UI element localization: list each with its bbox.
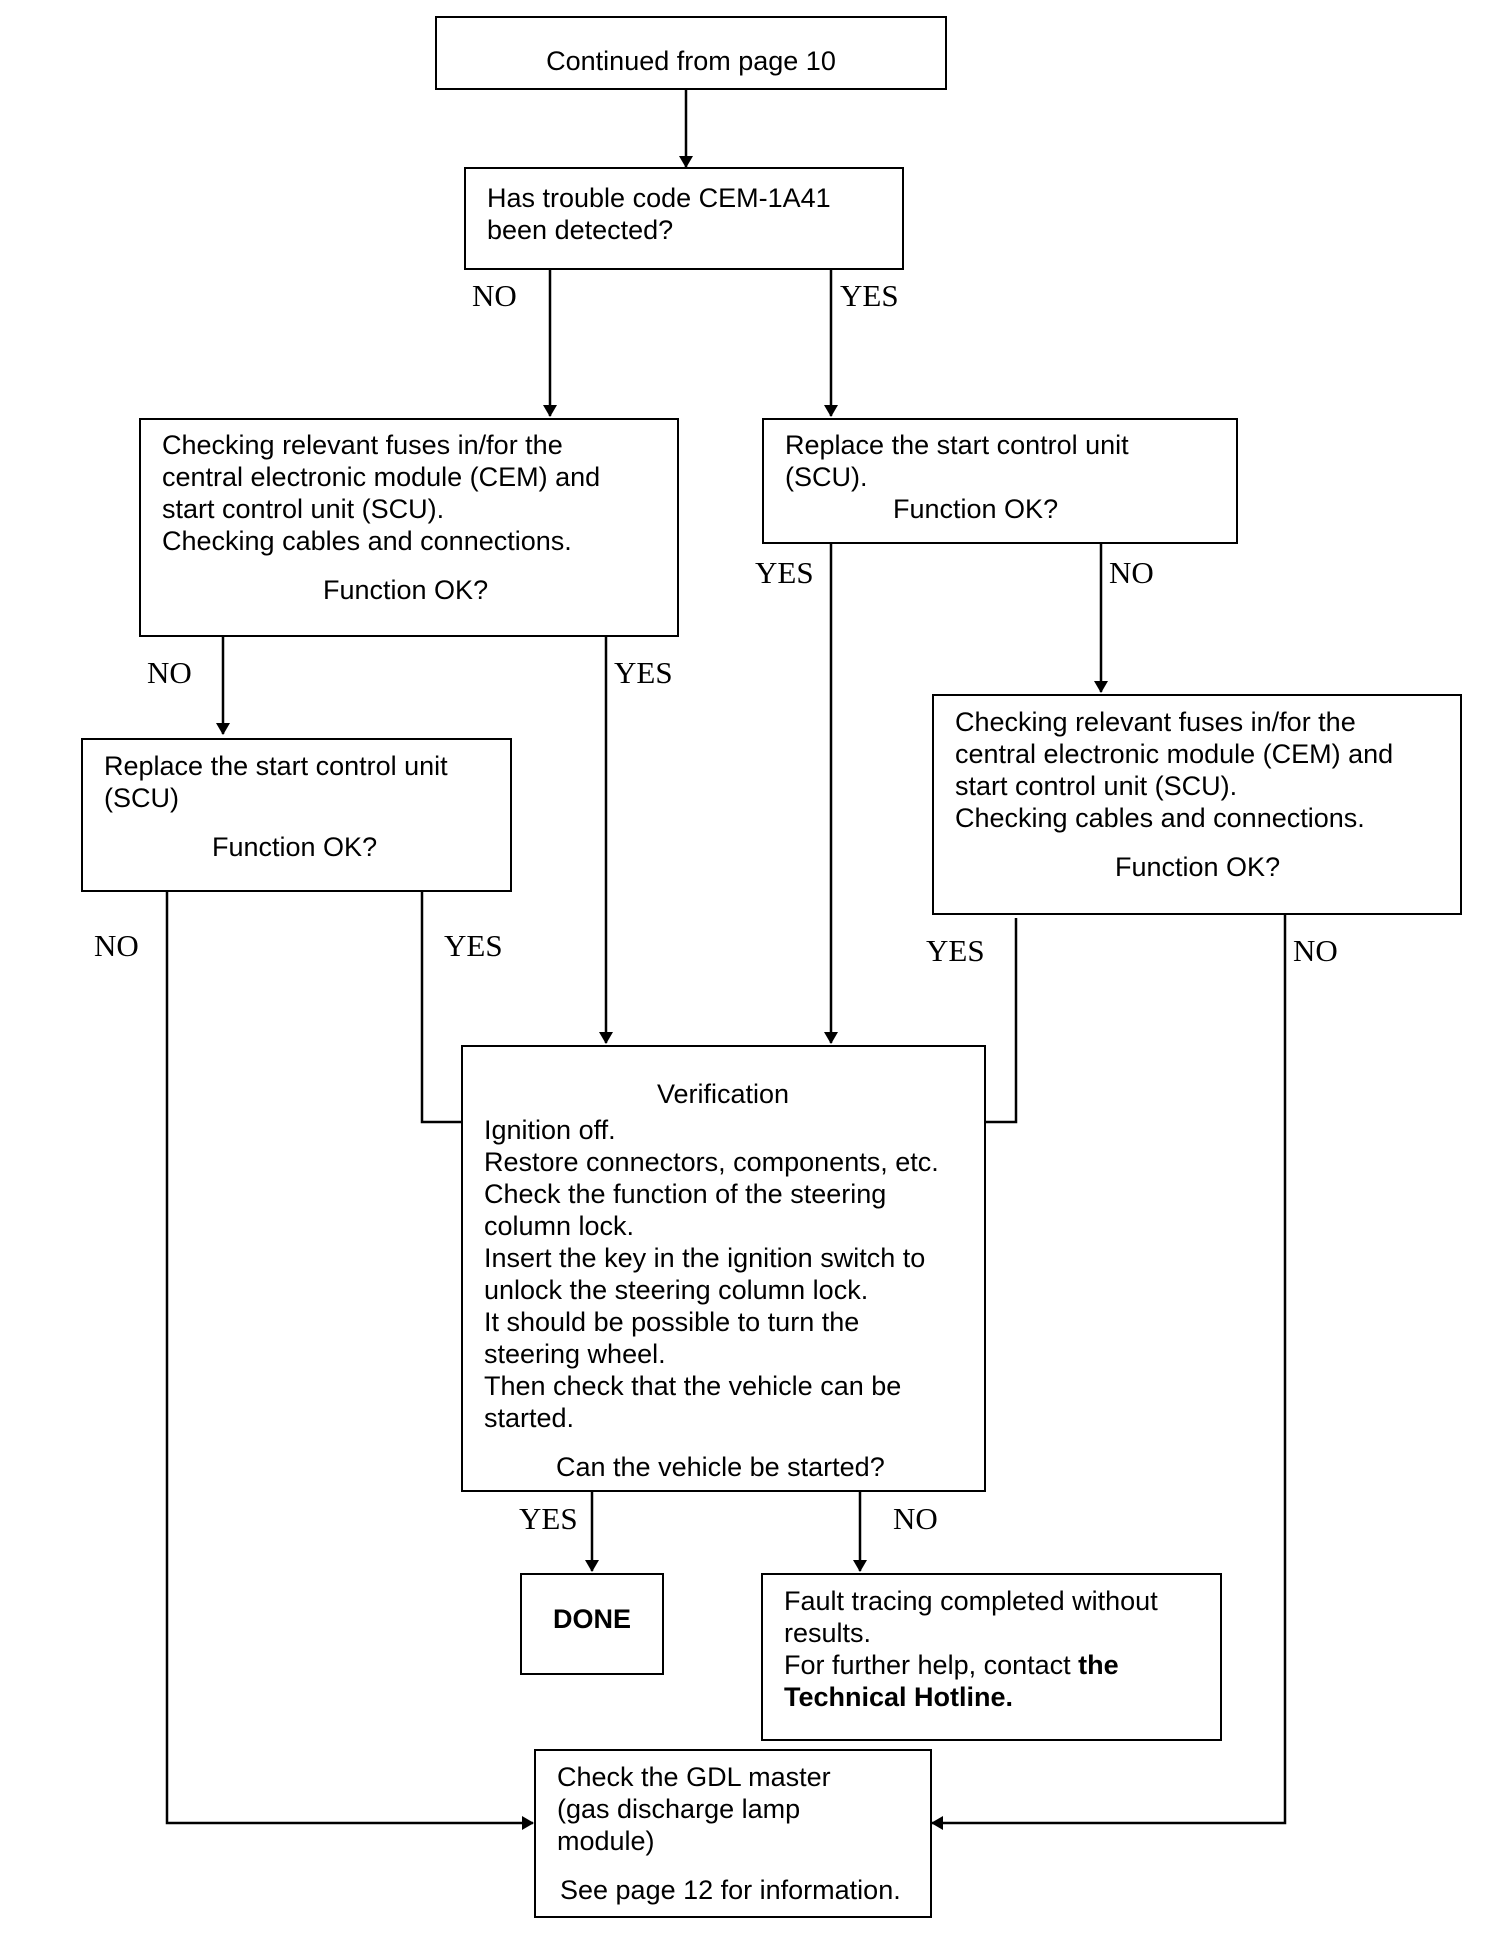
verification-line: started. (484, 1403, 575, 1433)
edge-label-verification-no: NO (893, 1501, 938, 1536)
verification-box: Verification Ignition off. Restore conne… (461, 1045, 986, 1492)
function-ok-question: Function OK? (1115, 852, 1281, 882)
function-ok-question: Function OK? (212, 832, 378, 862)
check-fuses-box-right: Checking relevant fuses in/for the centr… (932, 694, 1462, 915)
step-line: start control unit (SCU). (162, 494, 445, 524)
edge-check-right-yes (986, 918, 1018, 1124)
edge-label-check-left-yes: YES (614, 655, 673, 690)
edge-label-replace-right-no: NO (1109, 555, 1154, 590)
step-line: central electronic module (CEM) and (162, 462, 601, 492)
help-prefix: For further help, contact (784, 1650, 1079, 1680)
gdl-line: (gas discharge lamp (557, 1794, 801, 1824)
question-line: been detected? (487, 215, 674, 245)
replace-scu-box-left: Replace the start control unit (SCU) Fun… (81, 738, 512, 892)
step-line: Replace the start control unit (785, 430, 1129, 460)
edge-label-check-left-no: NO (147, 655, 192, 690)
step-line: Checking relevant fuses in/for the (955, 707, 1356, 737)
edge-replace-left-no (165, 892, 534, 1830)
replace-scu-box-right: Replace the start control unit (SCU). Fu… (762, 418, 1238, 544)
edge-label-replace-left-no: NO (94, 928, 139, 963)
start-box: Continued from page 10 (435, 16, 947, 90)
fault-line: results. (784, 1618, 872, 1648)
edge-label-code-no: NO (472, 278, 517, 313)
step-line: start control unit (SCU). (955, 771, 1238, 801)
help-line: For further help, contact the (784, 1649, 1220, 1681)
verification-line: Then check that the vehicle can be (484, 1371, 902, 1401)
question-line: Has trouble code CEM-1A41 (487, 183, 831, 213)
edge-label-code-yes: YES (840, 278, 899, 313)
start-text: Continued from page 10 (546, 46, 836, 76)
step-line: Checking cables and connections. (162, 526, 572, 556)
step-line: Checking relevant fuses in/for the (162, 430, 563, 460)
edge-replace-left-yes (420, 892, 461, 1124)
check-fuses-box-left: Checking relevant fuses in/for the centr… (139, 418, 679, 637)
verification-line: Ignition off. (484, 1115, 616, 1145)
edge-label-check-right-yes: YES (926, 933, 985, 968)
technical-hotline: Technical Hotline. (784, 1682, 1014, 1712)
verification-line: steering wheel. (484, 1339, 666, 1369)
fault-tracing-box: Fault tracing completed without results.… (761, 1573, 1222, 1741)
gdl-line: Check the GDL master (557, 1762, 831, 1792)
edge-label-verification-yes: YES (519, 1501, 578, 1536)
gdl-line: module) (557, 1826, 655, 1856)
verification-line: unlock the steering column lock. (484, 1275, 869, 1305)
trouble-code-question-box: Has trouble code CEM-1A41 been detected? (464, 167, 904, 270)
step-line: (SCU). (785, 462, 868, 492)
verification-title: Verification (657, 1079, 790, 1109)
fault-line: Fault tracing completed without (784, 1586, 1158, 1616)
verification-line: Restore connectors, components, etc. (484, 1147, 939, 1177)
verification-line: Check the function of the steering (484, 1179, 887, 1209)
verification-line: Insert the key in the ignition switch to (484, 1243, 926, 1273)
edge-label-replace-left-yes: YES (444, 928, 503, 963)
verification-question: Can the vehicle be started? (556, 1452, 885, 1482)
step-line: central electronic module (CEM) and (955, 739, 1394, 769)
help-bold-the: the (1078, 1650, 1119, 1680)
step-line: (SCU) (104, 783, 179, 813)
function-ok-question: Function OK? (323, 575, 489, 605)
gdl-master-box: Check the GDL master (gas discharge lamp… (534, 1749, 932, 1918)
verification-line: It should be possible to turn the (484, 1307, 860, 1337)
edge-label-replace-right-yes: YES (755, 555, 814, 590)
function-ok-question: Function OK? (893, 494, 1059, 524)
done-label: DONE (552, 1604, 631, 1634)
edge-check-right-no (931, 915, 1287, 1830)
done-box: DONE (520, 1573, 664, 1675)
step-line: Checking cables and connections. (955, 803, 1365, 833)
gdl-note: See page 12 for information. (560, 1875, 901, 1905)
step-line: Replace the start control unit (104, 751, 448, 781)
verification-line: column lock. (484, 1211, 635, 1241)
edge-label-check-right-no: NO (1293, 933, 1338, 968)
